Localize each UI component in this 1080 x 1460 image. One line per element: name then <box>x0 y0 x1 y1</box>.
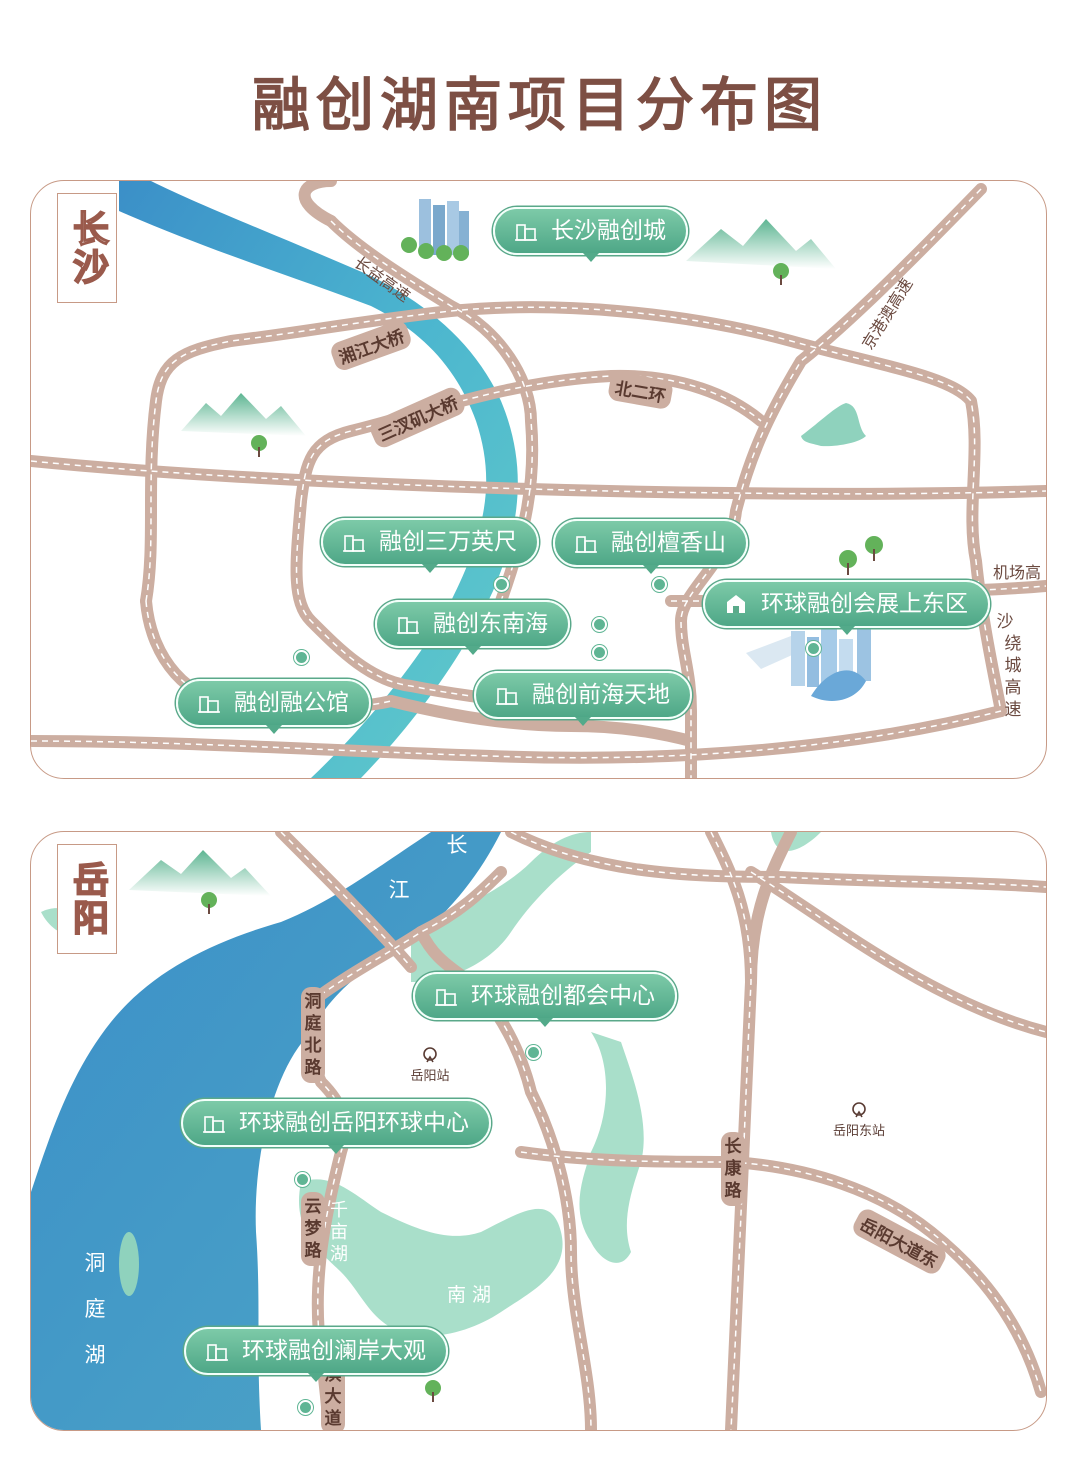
road-label-airport: 机场高 <box>993 563 1042 582</box>
project-label-southeast-sea[interactable]: 融创东南海 <box>375 600 570 655</box>
project-name: 融创前海天地 <box>532 682 670 708</box>
city-name: 长沙 <box>66 209 109 287</box>
road-label-changkang: 长康路 <box>721 1132 745 1206</box>
road-label-sha: 沙 <box>996 612 1014 632</box>
station-yueyang-east[interactable]: 岳阳东站 <box>824 1102 894 1139</box>
station-name: 岳阳东站 <box>832 1124 885 1139</box>
water-label-jiang: 江 <box>388 878 410 902</box>
city-name: 岳阳 <box>66 860 109 938</box>
lake <box>801 403 866 447</box>
train-station-icon <box>423 1047 437 1063</box>
road-label-ring-expressway: 绕城高速 <box>1004 634 1022 720</box>
location-dot[interactable] <box>295 1172 310 1187</box>
project-name: 环球融创岳阳环球中心 <box>239 1110 469 1136</box>
location-dot[interactable] <box>592 645 607 660</box>
project-name: 环球融创都会中心 <box>471 983 655 1009</box>
yangtze-dongting-water <box>31 832 501 1430</box>
building-icon <box>496 688 518 705</box>
location-dot[interactable] <box>494 577 509 592</box>
yueyang-map-background <box>31 832 1046 1430</box>
tree-icon <box>251 263 883 575</box>
project-name: 融创三万英尺 <box>379 529 517 555</box>
lake-east <box>579 1032 644 1263</box>
project-name: 环球融创澜岸大观 <box>242 1338 426 1364</box>
house-icon <box>727 595 745 613</box>
city-tag-yueyang: 岳阳 <box>57 844 117 954</box>
location-dot[interactable] <box>298 1400 313 1415</box>
building-icon <box>203 1116 225 1133</box>
water-label-chang: 长 <box>446 833 468 857</box>
yueyang-map[interactable]: 岳阳 长 江 洞庭湖 南 湖 千亩湖 洞庭北路 云梦路 滨大道 长康路 岳阳大道… <box>30 831 1047 1431</box>
location-dot[interactable] <box>592 617 607 632</box>
train-station-icon <box>852 1102 866 1118</box>
location-dot[interactable] <box>526 1045 541 1060</box>
lake-north <box>411 832 591 982</box>
mountain-icon <box>129 850 271 896</box>
water-label-south-lake: 南 湖 <box>447 1284 492 1306</box>
project-label-tanxiangshan[interactable]: 融创檀香山 <box>553 519 748 574</box>
location-dot[interactable] <box>806 641 821 656</box>
project-label-metropolis-center[interactable]: 环球融创都会中心 <box>413 972 677 1027</box>
project-label-rong-mansion[interactable]: 融创融公馆 <box>176 679 371 734</box>
building-icon <box>435 989 457 1006</box>
project-name: 融创东南海 <box>433 611 548 637</box>
station-name: 岳阳站 <box>410 1069 450 1084</box>
city-tag-changsha: 长沙 <box>57 193 117 303</box>
project-name: 环球融创会展上东区 <box>761 591 968 617</box>
project-label-changsha-sunac-city[interactable]: 长沙融创城 <box>493 207 688 262</box>
project-label-lanan-daguan[interactable]: 环球融创澜岸大观 <box>184 1327 448 1382</box>
page-title: 融创湖南项目分布图 <box>251 71 828 139</box>
south-lake <box>299 1179 563 1336</box>
mountain-icon <box>686 219 836 269</box>
expo-center-illustration <box>746 627 871 701</box>
tree-icon <box>201 892 441 1402</box>
station-yueyang[interactable]: 岳阳站 <box>395 1047 465 1084</box>
location-dot[interactable] <box>652 577 667 592</box>
building-icon <box>343 535 365 552</box>
water-label-qianmu-lake: 千亩湖 <box>330 1200 348 1265</box>
project-name: 融创檀香山 <box>611 530 726 556</box>
road-label-dongting-north: 洞庭北路 <box>301 987 325 1083</box>
building-icon <box>206 1344 228 1361</box>
changsha-map[interactable]: 长沙 湘江大桥 三汊矶大桥 北二环 长益高速 京港澳高速 机场高 沙 绕城高速 … <box>30 180 1047 779</box>
project-label-expo-east[interactable]: 环球融创会展上东区 <box>703 580 990 635</box>
project-label-global-center[interactable]: 环球融创岳阳环球中心 <box>181 1099 491 1154</box>
building-icon <box>575 536 597 553</box>
building-icon <box>198 696 220 713</box>
location-dot[interactable] <box>294 650 309 665</box>
project-name: 融创融公馆 <box>234 690 349 716</box>
mountain-icon <box>181 393 306 436</box>
project-name: 长沙融创城 <box>551 218 666 244</box>
project-label-30000-feet[interactable]: 融创三万英尺 <box>321 518 539 573</box>
water-label-dongting-lake: 洞庭湖 <box>84 1251 106 1367</box>
project-label-qianhai-tiandi[interactable]: 融创前海天地 <box>474 671 692 726</box>
xiang-river <box>119 181 518 778</box>
building-icon <box>515 224 537 241</box>
city-buildings-illustration <box>401 199 469 261</box>
road-label-yunmeng: 云梦路 <box>301 1192 325 1266</box>
building-icon <box>397 617 419 634</box>
